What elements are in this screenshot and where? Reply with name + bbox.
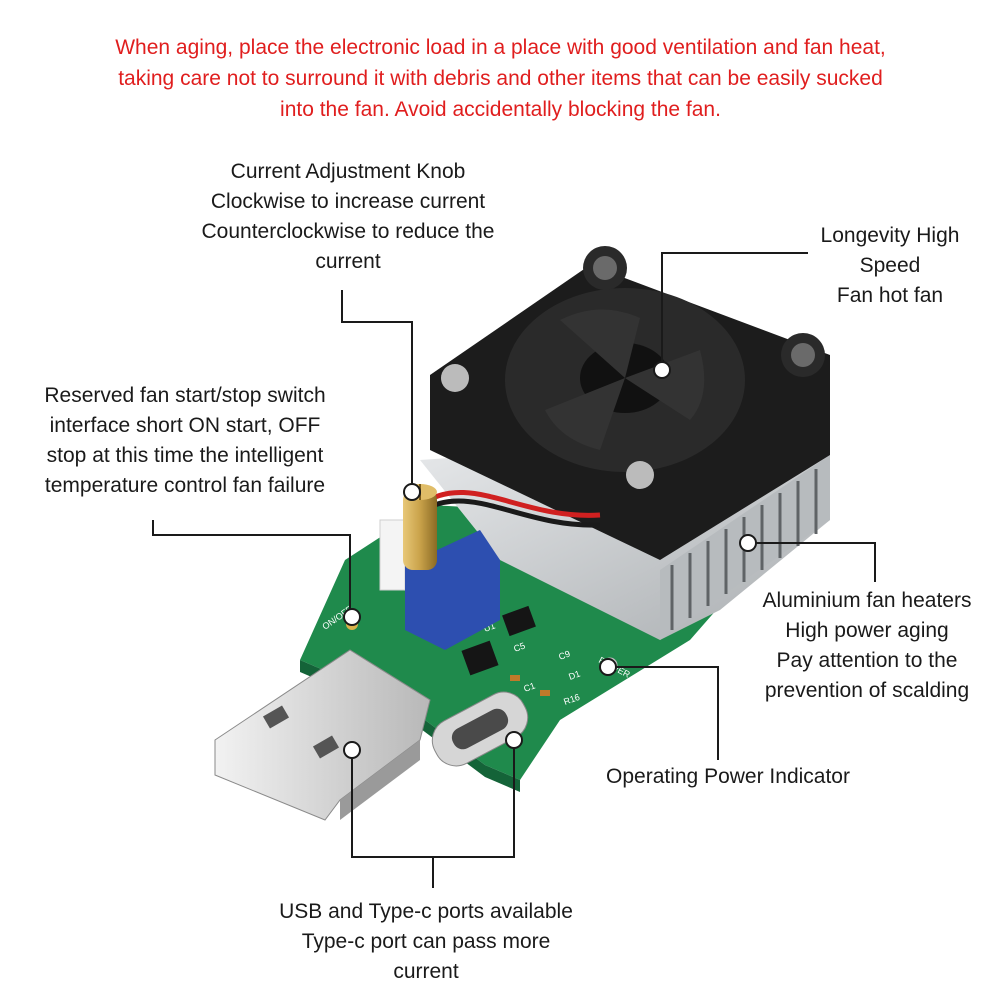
knob-leader [341, 290, 413, 492]
type-c-marker [505, 731, 523, 749]
switch-callout-line-4: temperature control fan failure [44, 474, 326, 497]
ports-callout-line-2: Type-c port can pass more [301, 930, 551, 953]
fan-wires [418, 489, 601, 528]
switch-callout-line-2: interface short ON start, OFF [49, 414, 321, 437]
heatsink-callout-line-2: High power aging [785, 619, 949, 642]
switch-leader [152, 520, 351, 615]
type-c-port [431, 691, 529, 767]
indicator-marker [599, 658, 617, 676]
heatsink-callout-line-1: Aluminium fan heaters [762, 589, 972, 612]
cooling-fan [430, 246, 830, 560]
fan-leader [661, 252, 808, 370]
fan-marker [653, 361, 671, 379]
heatsink-callout-line-3: Pay attention to the [776, 649, 958, 672]
switch-callout-line-3: stop at this time the intelligent [46, 444, 324, 467]
indicator-callout: Operating Power Indicator [585, 762, 871, 792]
heatsink-marker [739, 534, 757, 552]
indicator-leader [608, 666, 719, 760]
switch-callout-line-1: Reserved fan start/stop switch [44, 384, 326, 407]
ventilation-warning: When aging, place the electronic load in… [40, 32, 961, 125]
silk-d1: D1 [567, 669, 581, 682]
knob-callout: Current Adjustment Knob Clockwise to inc… [178, 157, 518, 277]
knob-callout-line-2: Clockwise to increase current [210, 190, 486, 213]
silk-c9: C9 [557, 649, 571, 662]
warning-line-1: When aging, place the electronic load in… [115, 36, 886, 59]
warning-line-3: into the fan. Avoid accidentally blockin… [280, 98, 721, 121]
knob-callout-line-4: current [315, 250, 381, 273]
heatsink-callout: Aluminium fan heaters High power aging P… [745, 586, 989, 706]
heatsink-leader [748, 542, 876, 582]
fan-callout-line-3: Fan hot fan [836, 284, 944, 307]
knob-marker [403, 483, 421, 501]
ports-callout-line-1: USB and Type-c ports available [279, 900, 573, 923]
usb-marker [343, 741, 361, 759]
ports-callout: USB and Type-c ports available Type-c po… [250, 897, 602, 987]
usb-a-plug [214, 649, 431, 821]
fan-callout-line-2: Speed [859, 254, 921, 277]
fan-switch-connector [379, 519, 406, 591]
knob-callout-line-1: Current Adjustment Knob [230, 160, 466, 183]
silk-c5: C5 [512, 641, 526, 654]
fan-callout-line-1: Longevity High [820, 224, 960, 247]
fan-callout: Longevity High Speed Fan hot fan [810, 221, 970, 311]
indicator-callout-line-1: Operating Power Indicator [606, 765, 850, 788]
heatsink-callout-line-4: prevention of scalding [764, 679, 970, 702]
warning-line-2: taking care not to surround it with debr… [118, 67, 883, 90]
switch-callout: Reserved fan start/stop switch interface… [22, 381, 348, 501]
ports-callout-line-3: current [393, 960, 459, 983]
silk-c1: C1 [522, 681, 536, 694]
switch-marker [343, 608, 361, 626]
knob-callout-line-3: Counterclockwise to reduce the [201, 220, 495, 243]
